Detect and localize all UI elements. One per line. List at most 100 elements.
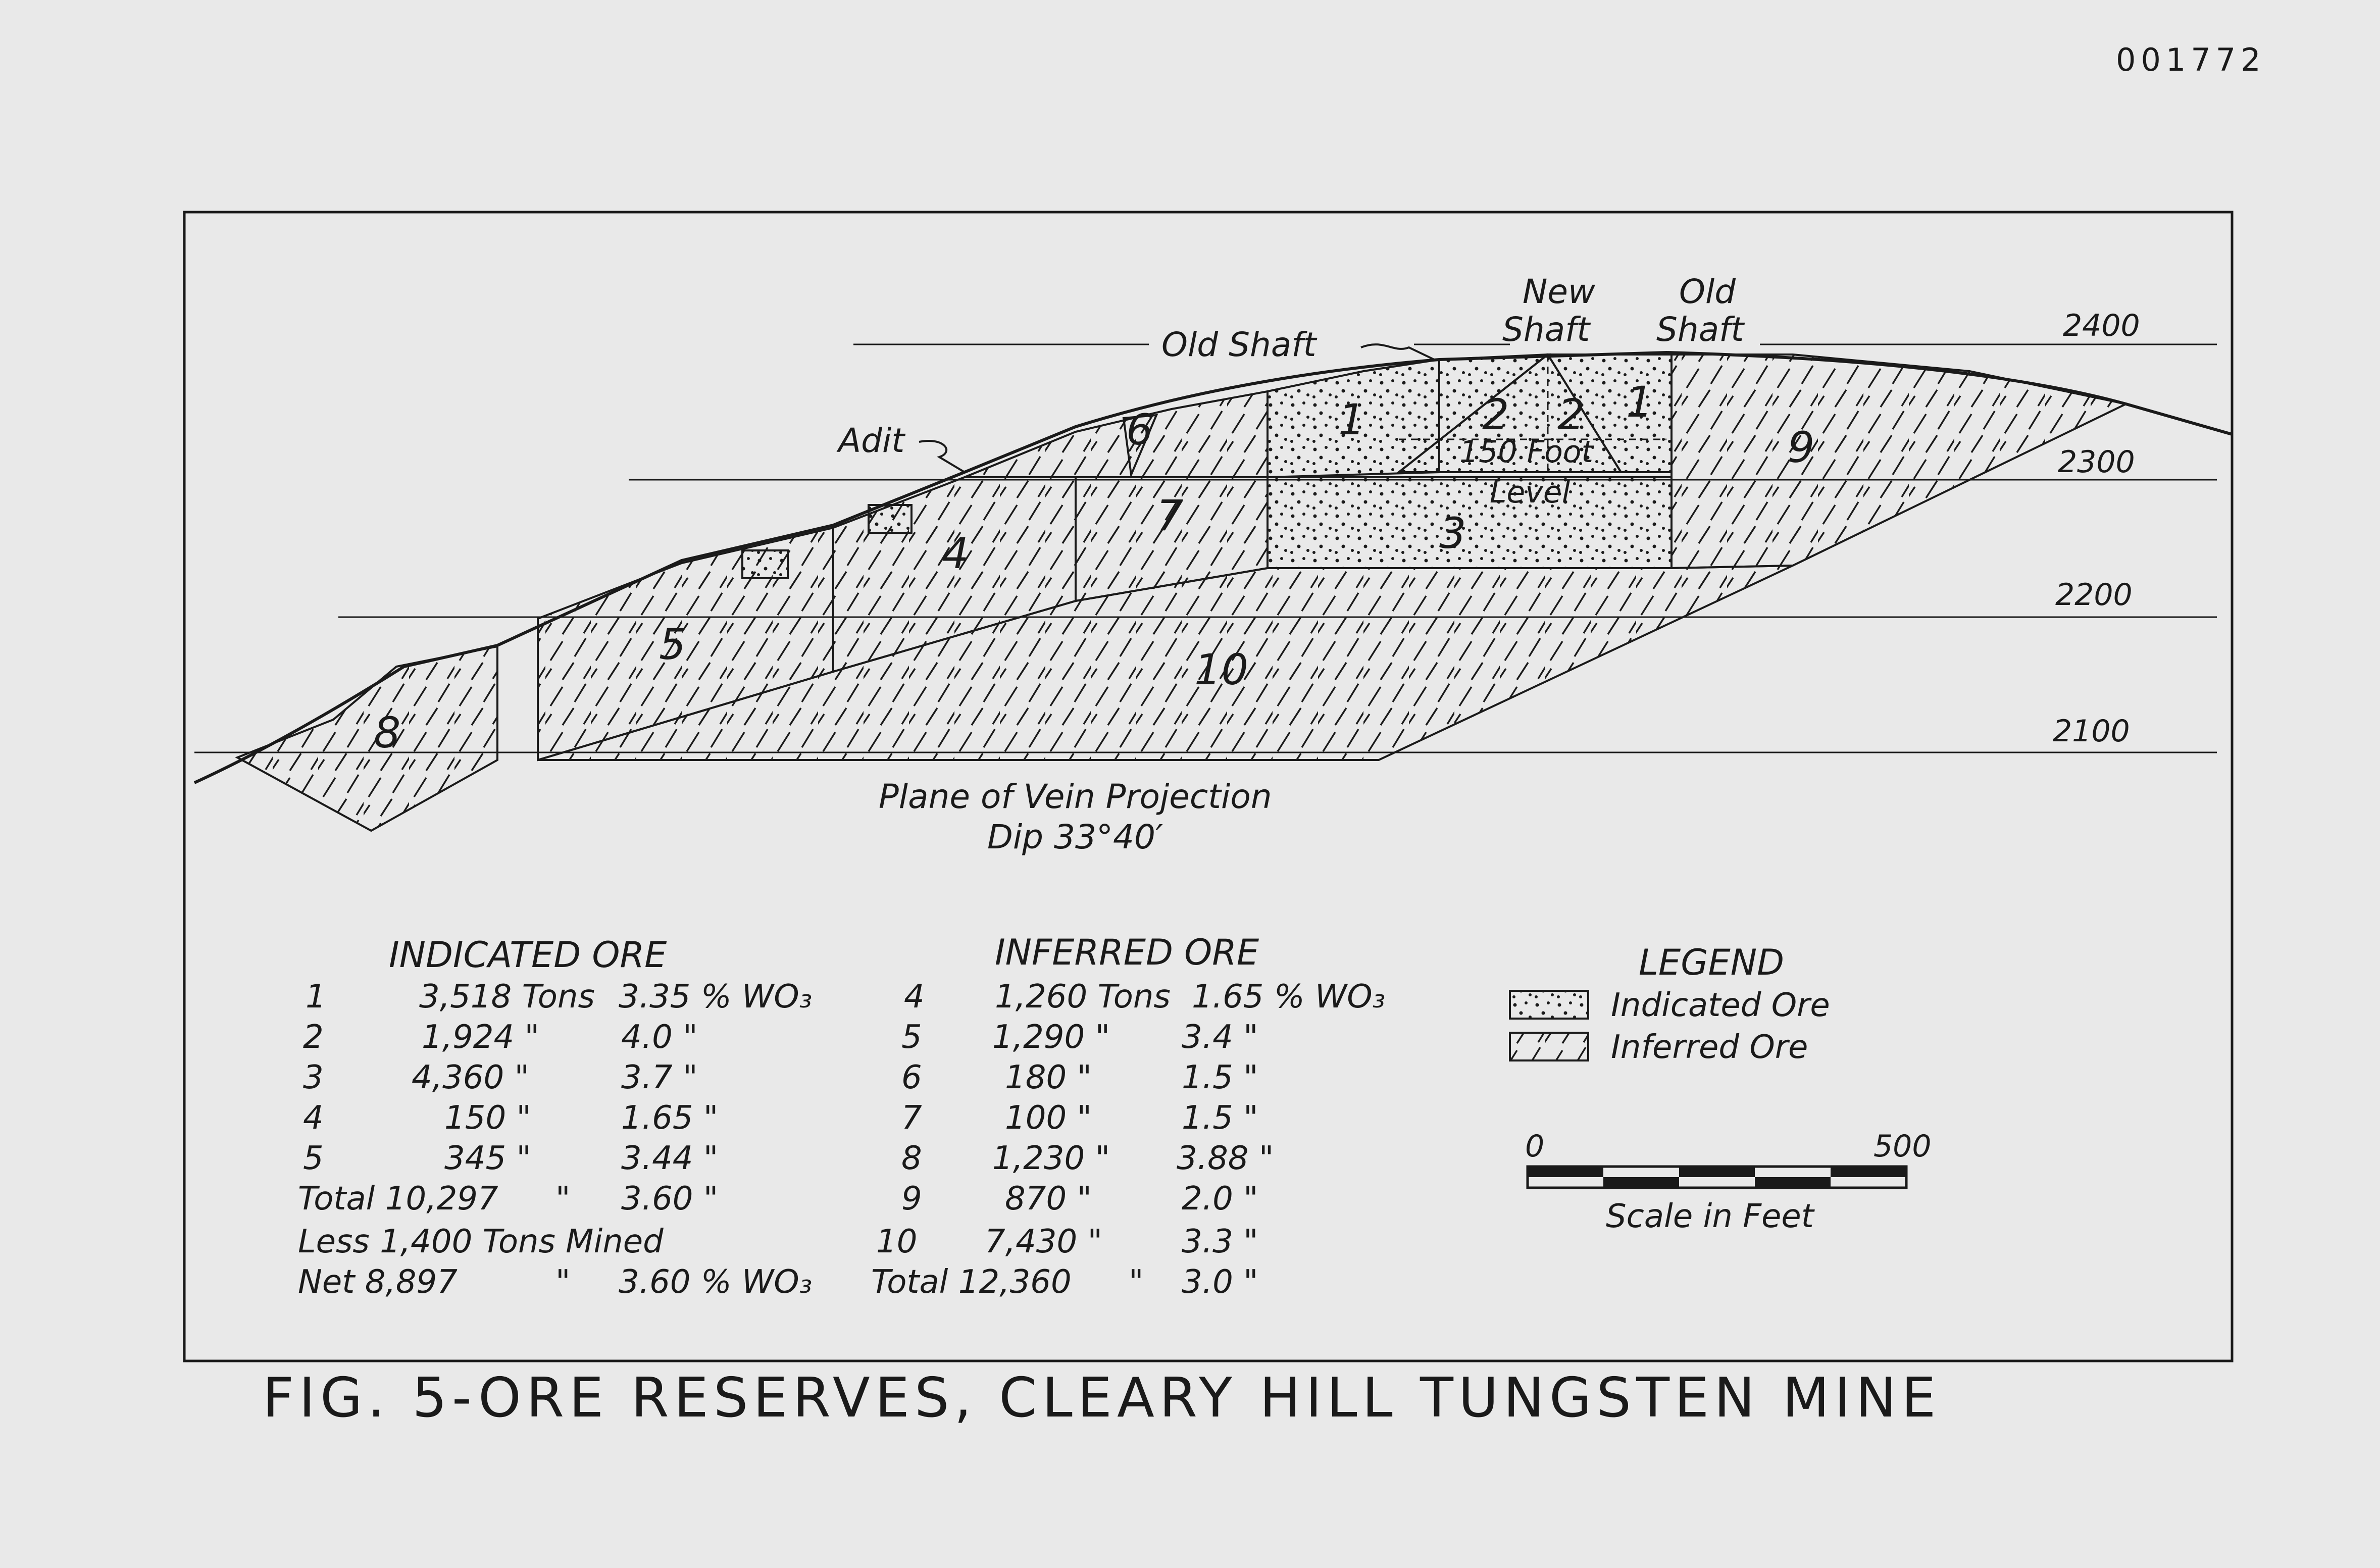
ore-regions bbox=[235, 353, 2130, 832]
table-cell: 2 bbox=[303, 1019, 324, 1056]
region-number: 2 bbox=[1558, 390, 1585, 439]
table-cell: Net 8,897 bbox=[298, 1263, 458, 1301]
table-cell: 3.60 % WO₃ bbox=[619, 1263, 812, 1301]
old-shaft-left-label: Old Shaft bbox=[1161, 325, 1318, 364]
scale-bar: 0 500 Scale in Feet bbox=[1525, 1129, 1932, 1235]
legend-item: Inferred Ore bbox=[1611, 1029, 1808, 1066]
inferred-ore-table: INFERRED ORE 4 1,260 Tons 1.65 % WO₃ 5 1… bbox=[871, 932, 1385, 1301]
elevation-label: 2400 bbox=[2063, 308, 2140, 343]
table-cell: 10 bbox=[876, 1223, 917, 1260]
new-shaft-label: Shaft bbox=[1502, 310, 1591, 349]
table-cell: 8 bbox=[901, 1140, 922, 1177]
table-cell: 3.7 " bbox=[621, 1059, 698, 1096]
table-cell: 1.65 % WO₃ bbox=[1192, 978, 1385, 1016]
new-shaft-label: New bbox=[1523, 272, 1596, 311]
scale-start: 0 bbox=[1525, 1129, 1544, 1164]
region-number: 10 bbox=[1194, 645, 1248, 694]
table-cell: 345 " bbox=[444, 1140, 531, 1177]
region-number: 4 bbox=[942, 529, 969, 578]
table-cell: 870 " bbox=[1005, 1180, 1092, 1218]
region-number: 3 bbox=[1439, 509, 1466, 558]
table-cell: Total 12,360 bbox=[871, 1263, 1072, 1301]
projection-label: Plane of Vein Projection bbox=[879, 777, 1272, 816]
table-cell: " bbox=[1129, 1263, 1143, 1301]
region-7-upper bbox=[964, 390, 1269, 478]
table-cell: 100 " bbox=[1005, 1099, 1092, 1137]
table-cell: 3.60 " bbox=[621, 1180, 718, 1218]
table-cell: 3,518 Tons bbox=[419, 978, 595, 1016]
level-label: 150 Foot bbox=[1459, 434, 1595, 470]
table-cell: 4 bbox=[904, 978, 925, 1016]
region-3 bbox=[1267, 476, 1673, 569]
legend: LEGEND Indicated Ore Inferred Ore bbox=[1509, 942, 1830, 1066]
scale-label: Scale in Feet bbox=[1606, 1198, 1815, 1235]
table-cell: " bbox=[555, 1263, 570, 1301]
figure-frame bbox=[183, 211, 2234, 1362]
elevation-label: 2300 bbox=[2058, 444, 2135, 480]
table-cell: 1.5 " bbox=[1182, 1099, 1258, 1137]
region-number: 9 bbox=[1788, 423, 1814, 472]
table-cell: 9 bbox=[901, 1180, 922, 1218]
table-cell: 1,230 " bbox=[992, 1140, 1110, 1177]
indicated-title: INDICATED ORE bbox=[389, 934, 667, 976]
region-number: 1 bbox=[1626, 377, 1653, 427]
table-cell: 7,430 " bbox=[985, 1223, 1102, 1260]
table-cell: 6 bbox=[901, 1059, 922, 1096]
table-cell: 5 bbox=[303, 1140, 324, 1177]
elevation-labels: 2400 2300 2200 2100 bbox=[2053, 308, 2140, 749]
elevation-label: 2200 bbox=[2055, 577, 2133, 613]
region-8 bbox=[235, 645, 498, 832]
legend-item: Indicated Ore bbox=[1611, 987, 1830, 1024]
region-number: 1 bbox=[1338, 395, 1365, 444]
indicated-patch bbox=[741, 549, 789, 579]
inferred-title: INFERRED ORE bbox=[995, 932, 1259, 973]
table-cell: 1.65 " bbox=[621, 1099, 718, 1137]
table-cell: 3.4 " bbox=[1182, 1019, 1258, 1056]
table-cell: 3.35 % WO₃ bbox=[619, 978, 812, 1016]
table-cell: 1.5 " bbox=[1182, 1059, 1258, 1096]
table-cell: 3.0 " bbox=[1182, 1263, 1258, 1301]
document-stamp: 001772 bbox=[2116, 41, 2266, 78]
table-cell: 1,260 Tons bbox=[995, 978, 1171, 1016]
legend-swatch-inferred bbox=[1509, 1032, 1589, 1061]
old-shaft-right-label: Old bbox=[1679, 272, 1736, 311]
region-number: 2 bbox=[1482, 390, 1509, 439]
region-number: 5 bbox=[659, 620, 686, 669]
adit-label: Adit bbox=[836, 421, 905, 460]
region-6 bbox=[1122, 414, 1158, 479]
indicated-ore-table: INDICATED ORE 1 3,518 Tons 3.35 % WO₃ 2 … bbox=[298, 934, 812, 1301]
table-cell: 3.3 " bbox=[1182, 1223, 1258, 1260]
table-cell: 4,360 " bbox=[412, 1059, 529, 1096]
table-cell: 1,290 " bbox=[992, 1019, 1110, 1056]
annotations: New Shaft Old Shaft Old Shaft Adit 150 F… bbox=[836, 272, 1745, 856]
table-cell: 3 bbox=[303, 1059, 324, 1096]
region-number: 8 bbox=[374, 708, 400, 757]
projection-label: Dip 33°40′ bbox=[987, 818, 1163, 856]
table-cell: 7 bbox=[901, 1099, 922, 1137]
level-label: Level bbox=[1490, 475, 1571, 510]
table-cell: Total 10,297 bbox=[298, 1180, 498, 1218]
scale-end: 500 bbox=[1873, 1129, 1932, 1164]
table-cell: 4 bbox=[303, 1099, 324, 1137]
table-cell: 5 bbox=[901, 1019, 922, 1056]
legend-swatch-indicated bbox=[1509, 990, 1589, 1020]
legend-title: LEGEND bbox=[1639, 942, 1784, 983]
table-cell: 180 " bbox=[1005, 1059, 1092, 1096]
table-cell: 1,924 " bbox=[422, 1019, 539, 1056]
table-cell: 3.44 " bbox=[621, 1140, 718, 1177]
table-cell: 3.88 " bbox=[1177, 1140, 1274, 1177]
old-shaft-right-label: Shaft bbox=[1656, 310, 1745, 349]
table-cell: " bbox=[555, 1180, 570, 1218]
table-cell: 150 " bbox=[444, 1099, 531, 1137]
table-cell: 1 bbox=[306, 978, 326, 1016]
table-cell: Less 1,400 Tons Mined bbox=[298, 1223, 664, 1260]
figure-caption: FIG. 5-ORE RESERVES, CLEARY HILL TUNGSTE… bbox=[263, 1367, 1941, 1430]
region-number: 6 bbox=[1126, 405, 1153, 454]
table-cell: 2.0 " bbox=[1182, 1180, 1258, 1218]
region-numbers: 1 2 2 1 3 4 5 6 7 8 9 10 bbox=[374, 377, 1814, 757]
ground-surface-profile bbox=[193, 350, 2233, 784]
region-number: 7 bbox=[1156, 491, 1183, 540]
elevation-label: 2100 bbox=[2053, 714, 2130, 749]
table-cell: 4.0 " bbox=[621, 1019, 698, 1056]
